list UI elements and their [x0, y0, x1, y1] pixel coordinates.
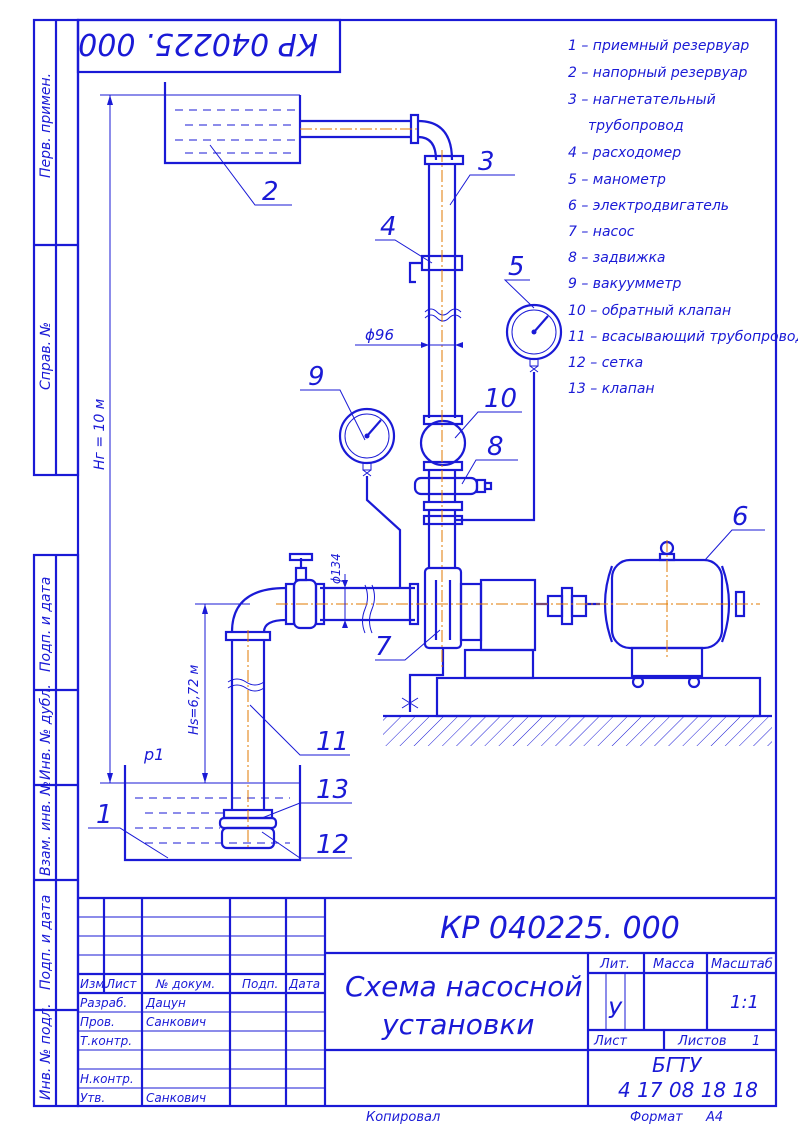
legend-item: 3 – нагнетательный: [568, 92, 716, 108]
callout-7: 7: [375, 632, 392, 662]
pump: [401, 566, 600, 712]
callout-13: 13: [316, 775, 349, 805]
callout-9: 9: [308, 362, 325, 392]
nkontr-label: Н.контр.: [80, 1072, 134, 1086]
callout-4: 4: [380, 212, 397, 242]
massa-label: Масса: [653, 957, 694, 972]
callout-6: 6: [732, 502, 749, 532]
format-label: Формат: [630, 1110, 683, 1125]
margin-labels: Перв. примен. Справ. № Подп. и дата Инв.…: [38, 73, 54, 1100]
diameter-discharge-label: ϕ96: [365, 326, 394, 344]
org-name: БГТУ: [652, 1053, 703, 1077]
razrab-label: Разраб.: [80, 996, 127, 1010]
hdr-doc: № докум.: [155, 977, 215, 991]
title-block: КР 040225. 000 Схема насосной установки …: [78, 896, 776, 1106]
masshtab-label: Масштаб: [711, 957, 773, 972]
callout-1: 1: [96, 800, 113, 830]
legend-item: 12 – сетка: [568, 355, 643, 371]
format-value: А4: [705, 1110, 723, 1125]
diameter-suction-label: ϕ134: [329, 553, 343, 584]
legend-item: 1 – приемный резервуар: [568, 38, 749, 54]
footer: Копировал Формат А4: [366, 1110, 723, 1125]
hdr-izm: Изм.: [80, 977, 108, 991]
callout-numbers: 2 3 4 5 6 7 8 9 10 11 13 12 1: [96, 147, 749, 860]
legend-item: 2 – напорный резервуар: [568, 65, 747, 81]
legend-item: трубопровод: [588, 118, 684, 134]
legend-item: 9 – вакуумметр: [568, 276, 682, 292]
margin-podp-data-bottom: Подп. и дата: [38, 895, 54, 990]
callout-2: 2: [262, 177, 279, 207]
head-suction-label: Hs=6,72 м: [187, 664, 202, 735]
head-total-label: Hг = 10 м: [92, 398, 108, 470]
hdr-data: Дата: [288, 977, 320, 991]
callout-3: 3: [478, 147, 495, 177]
listov-label: Листов: [677, 1034, 727, 1049]
legend-item: 13 – клапан: [568, 381, 655, 397]
rotated-code: КР 040225. 000: [78, 26, 318, 61]
legend-item: 6 – электродвигатель: [568, 198, 729, 214]
margin-sprav-no: Справ. №: [38, 322, 54, 390]
listov-value: 1: [752, 1034, 760, 1049]
margin-vzam-inv: Взам. инв. №: [38, 781, 54, 876]
vacuum-gauge: [338, 407, 402, 588]
legend-item: 4 – расходомер: [568, 145, 681, 161]
org-code: 4 17 08 18 18: [618, 1078, 758, 1102]
kopiroval-label: Копировал: [366, 1110, 440, 1125]
rotated-code-box: КР 040225. 000: [76, 18, 342, 74]
hdr-podp: Подп.: [242, 977, 278, 991]
legend-item: 7 – насос: [568, 224, 635, 240]
pressure-reservoir: [163, 82, 302, 165]
callout-11: 11: [316, 727, 349, 757]
dimension-lines: [100, 94, 463, 784]
scale-value: 1:1: [730, 992, 759, 1013]
callout-8: 8: [487, 432, 504, 462]
margin-perv-primen: Перв. примен.: [38, 73, 54, 178]
electric-motor: [603, 540, 746, 689]
razrab-name: Дацун: [145, 996, 186, 1010]
discharge-pipeline: [300, 113, 493, 568]
utv-label: Утв.: [80, 1091, 105, 1105]
drawing-frame: [32, 18, 778, 1108]
pressure-label: p1: [143, 745, 164, 764]
legend-item: 8 – задвижка: [568, 250, 666, 266]
legend-item: 10 – обратный клапан: [568, 303, 731, 319]
legend: 1 – приемный резервуар 2 – напорный резе…: [568, 38, 798, 397]
prov-label: Пров.: [80, 1015, 115, 1029]
margin-inv-dubl: Инв. № дубл.: [38, 684, 54, 780]
lit-value: У: [608, 999, 623, 1024]
drawing-title-line1: Схема насосной: [345, 970, 583, 1003]
hdr-list: Лист: [105, 977, 137, 991]
tkontr-label: Т.контр.: [80, 1034, 132, 1048]
lit-label: Лит.: [599, 957, 630, 972]
legend-item: 5 – манометр: [568, 172, 666, 188]
callout-10: 10: [484, 384, 517, 414]
foundation: [383, 676, 772, 746]
pressure-gauge: [455, 303, 563, 522]
prov-name: Санкович: [146, 1015, 206, 1029]
legend-item: 11 – всасывающий трубопровод: [568, 329, 798, 345]
callout-12: 12: [316, 830, 349, 860]
margin-podp-data-top: Подп. и дата: [38, 577, 54, 672]
list-label: Лист: [593, 1034, 627, 1049]
axis-lines: [247, 128, 760, 850]
callout-leaders: [88, 144, 765, 859]
utv-name: Санкович: [146, 1091, 206, 1105]
suction-reservoir: [123, 765, 302, 862]
title-block-code: КР 040225. 000: [440, 911, 680, 946]
dimension-labels: ϕ96 ϕ134 Hг = 10 м Hs=6,72 м p1: [92, 326, 394, 764]
margin-inv-podl: Инв. № подл.: [38, 1003, 54, 1100]
callout-5: 5: [508, 252, 525, 282]
drawing-title-line2: установки: [381, 1008, 534, 1041]
